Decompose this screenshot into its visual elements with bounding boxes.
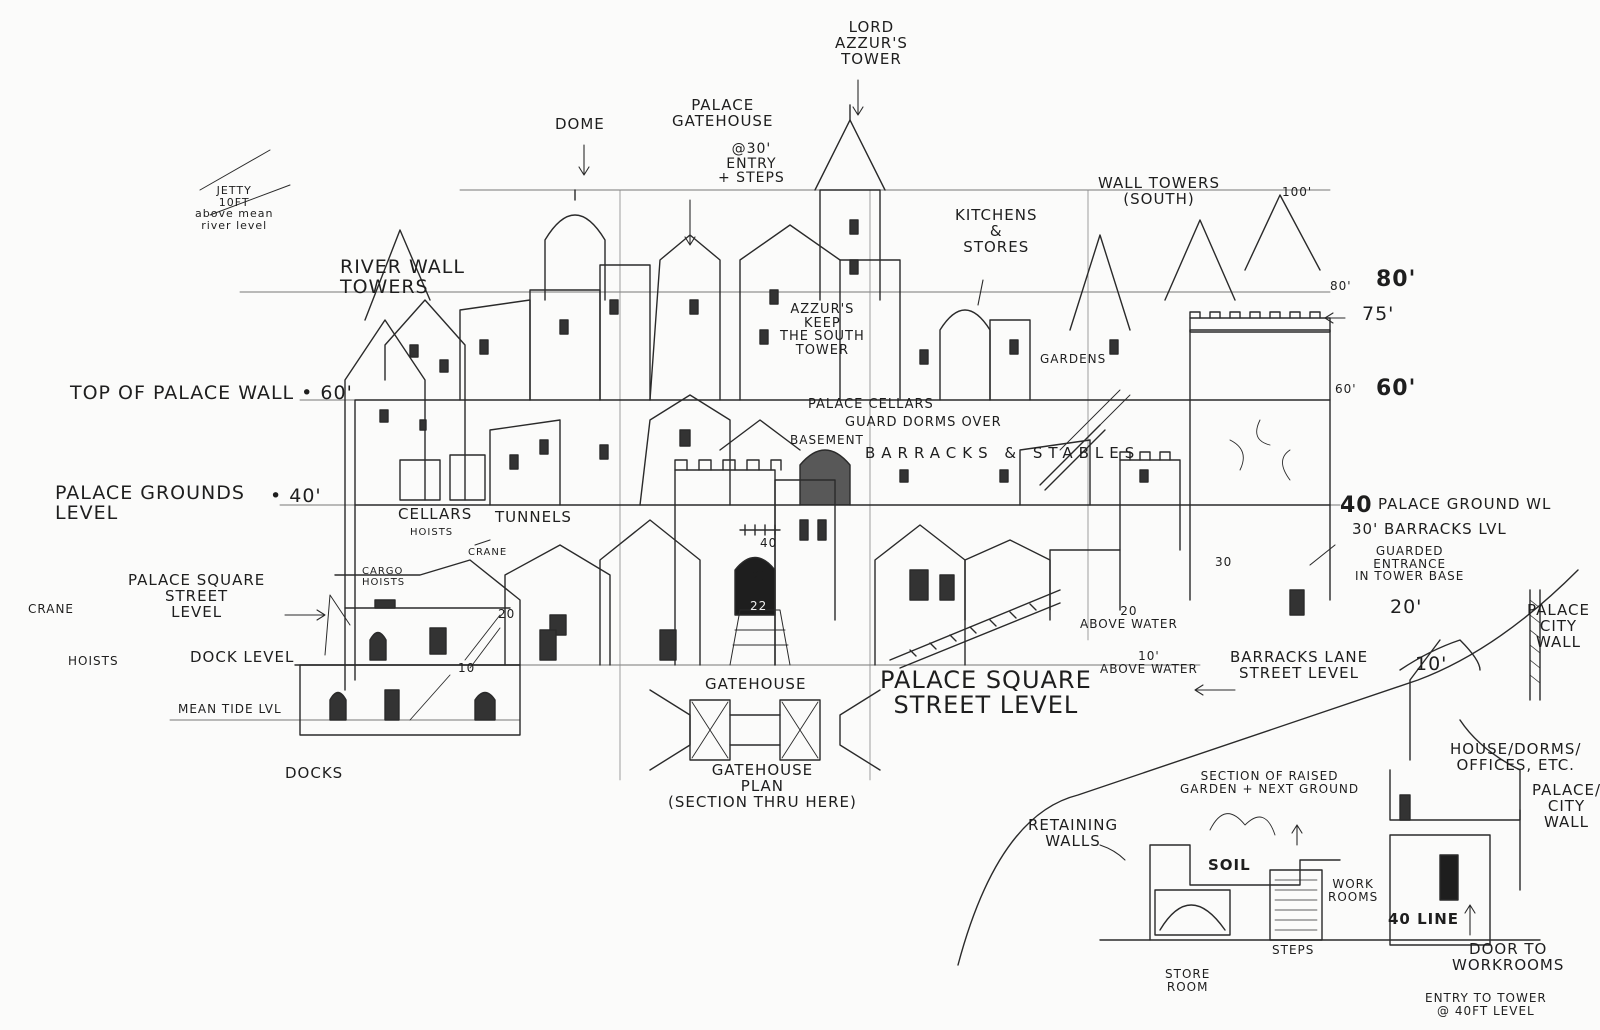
lower-buildings	[504, 451, 1305, 666]
height-40: 40	[1340, 493, 1373, 518]
height-60-small: 60'	[1335, 382, 1357, 396]
height-100: 100'	[1282, 185, 1313, 199]
label-palace-gatehouse: PALACE GATEHOUSE	[672, 96, 774, 130]
label-kitchens-stores: KITCHENS & STORES	[955, 206, 1038, 256]
label-lord-azzurs-tower: LORD AZZUR'S TOWER	[835, 18, 908, 68]
num-10-stairs: 10	[458, 661, 476, 675]
label-azzurs-keep: AZZUR'S KEEP The South Tower	[780, 302, 865, 358]
label-gatehouse-plan: GATEHOUSE PLAN (SECTION THRU HERE)	[668, 761, 857, 811]
label-palace-grounds-level: PALACE GROUNDS LEVEL	[55, 482, 245, 524]
river-wall-towers	[344, 229, 486, 691]
gatehouse-block	[599, 459, 836, 666]
label-soil: SOIL	[1208, 856, 1251, 874]
gatehouse-plan	[649, 689, 881, 771]
fortress-walls	[354, 311, 1331, 681]
label-steps: STEPS	[1272, 943, 1315, 957]
label-entry-to-tower: ENTRY TO TOWER @ 40FT LEVEL	[1425, 991, 1547, 1018]
height-60: 60'	[1376, 376, 1417, 401]
label-river-wall-towers: RIVER WALL TOWERS	[340, 256, 465, 298]
height-80: 80'	[1376, 267, 1417, 292]
label-crane-left: CRANE	[28, 602, 74, 616]
height-80-small: 80'	[1330, 279, 1352, 293]
callout-arrows	[284, 79, 1476, 936]
label-gatehouse: GATEHOUSE	[705, 675, 807, 693]
label-jetty: JETTY 10FT above mean river level	[195, 184, 274, 232]
label-above-water-10: 10' ABOVE WATER	[1100, 649, 1198, 676]
label-barracks-stables: BARRACKS & STABLES	[865, 444, 1141, 462]
label-above-water-20: 20 ABOVE WATER	[1080, 604, 1178, 631]
label-palace-square-big: PALACE SQUARE STREET LEVEL	[880, 666, 1092, 720]
label-hoists-left: HOISTS	[68, 654, 119, 668]
num-20-gate: 20	[752, 569, 770, 583]
height-75: 75'	[1362, 303, 1395, 325]
label-mean-tide: MEAN TIDE LVL	[178, 702, 282, 716]
label-guarded-entrance: GUARDED ENTRANCE IN TOWER BASE	[1355, 544, 1465, 584]
label-section-raised-garden: SECTION OF RAISED GARDEN + NEXT GROUND	[1180, 769, 1360, 796]
label-docks: DOCKS	[285, 764, 344, 782]
label-cellars: CELLARS	[398, 505, 473, 523]
num-40-gate: 40	[760, 536, 778, 550]
label-door-to-workrooms: DOOR TO WORKROOMS	[1452, 940, 1565, 974]
label-tunnels: TUNNELS	[495, 508, 572, 526]
height-30: 30	[1215, 555, 1233, 569]
label-wall-towers-south: WALL TOWERS (SOUTH)	[1098, 174, 1220, 208]
mid-buildings	[489, 389, 1149, 506]
label-house-dorms-offices: HOUSE/DORMS/ OFFICES, ETC.	[1450, 740, 1582, 774]
label-grounds-40: • 40'	[270, 485, 322, 507]
label-palace-city-wall: PALACE CITY WALL	[1527, 601, 1590, 651]
label-palace-square-street-level: PALACE SQUARE STREET LEVEL	[128, 571, 266, 621]
section-inset	[957, 569, 1579, 966]
label-barracks-lvl: 30' BARRACKS LVL	[1352, 520, 1507, 538]
label-work-rooms: WORK ROOMS	[1328, 877, 1379, 904]
height-10: 10'	[1415, 653, 1448, 675]
vertical-guide-lines	[619, 189, 1089, 781]
label-store-room: STORE ROOM	[1165, 967, 1211, 994]
num-20-stairs: 20	[498, 607, 516, 621]
label-crane-mid: CRANE	[468, 547, 508, 558]
label-dock-level: DOCK LEVEL	[190, 648, 295, 666]
label-guard-dorms: GUARD DORMS OVER	[845, 415, 1002, 430]
label-retaining-walls: RETAINING WALLS	[1028, 816, 1119, 850]
label-basement: BASEMENT	[790, 433, 864, 447]
label-dome: DOME	[555, 115, 605, 133]
label-gardens: GARDENS	[1040, 352, 1107, 366]
central-skyline	[459, 104, 1321, 401]
stairs-slope	[889, 424, 1106, 669]
label-hoists-mid: HOISTS	[410, 527, 454, 538]
label-40-line: 40 LINE	[1388, 910, 1460, 928]
label-barracks-lane: BARRACKS LANE STREET LEVEL	[1230, 648, 1369, 682]
label-palace-cellars: PALACE CELLARS	[808, 397, 934, 412]
docks-structure	[294, 559, 557, 736]
label-palace-ground-wl: PALACE GROUND WL	[1378, 495, 1552, 513]
label-cargo-hoists: CARGO HOISTS	[362, 566, 406, 588]
jetty-bracket	[199, 149, 291, 216]
num-22-gate: 22	[750, 599, 768, 613]
label-top-of-palace-wall: TOP OF PALACE WALL • 60'	[70, 382, 353, 404]
height-20: 20'	[1390, 596, 1423, 618]
label-palace-city-wall-2: PALACE/ CITY WALL	[1532, 781, 1600, 831]
label-entry-steps: @30' ENTRY + STEPS	[718, 141, 785, 187]
